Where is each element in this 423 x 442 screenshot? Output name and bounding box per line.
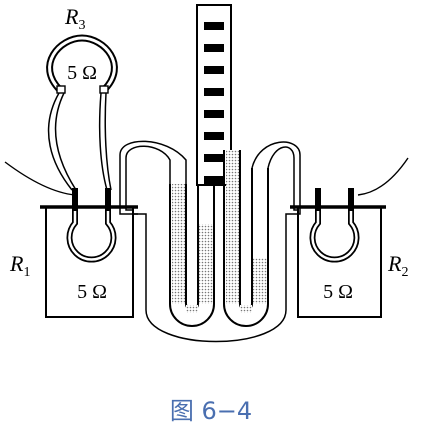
r1-label: R1	[9, 251, 30, 280]
right-terminals	[315, 188, 354, 211]
left-resistor-coil	[66, 211, 117, 263]
r3-leads	[47, 92, 112, 191]
r1-value: 5 Ω	[77, 281, 107, 303]
scale-ruler	[196, 4, 232, 186]
connecting-tubes	[119, 140, 301, 343]
r2-label: R2	[387, 251, 408, 280]
r2-value: 5 Ω	[323, 281, 353, 303]
r3-value: 5 Ω	[67, 62, 97, 84]
left-terminals	[72, 188, 111, 211]
figure-caption: 图 6−4	[170, 397, 252, 425]
r3-label: R3	[64, 4, 85, 33]
left-container	[40, 188, 138, 318]
supply-wires	[4, 157, 409, 196]
u-tube-right	[223, 150, 269, 327]
u-tube-left	[169, 184, 215, 327]
right-resistor-coil	[309, 211, 360, 263]
right-container	[290, 188, 386, 318]
r3-resistor	[46, 34, 118, 94]
